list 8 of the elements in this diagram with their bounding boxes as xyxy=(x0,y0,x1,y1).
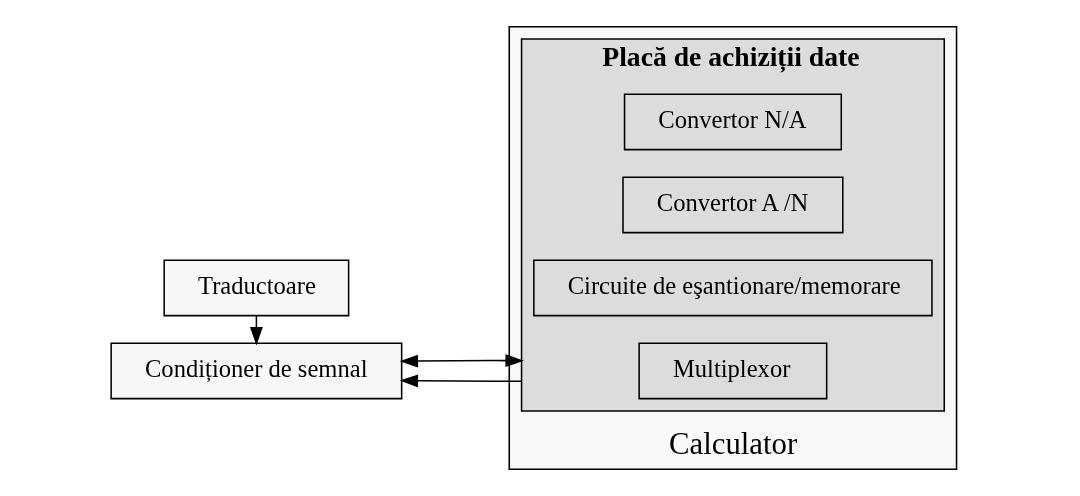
node-box: Circuite de eşantionare/memorare xyxy=(533,259,933,317)
node-box: Condiționer de semnal xyxy=(110,342,403,400)
node-box: Convertor A /N xyxy=(622,176,844,234)
arrow xyxy=(399,354,524,368)
node-box: Traductoare xyxy=(163,259,350,317)
node-box: Multiplexor xyxy=(638,342,828,400)
node-box: Convertor N/A xyxy=(623,93,843,151)
arrow xyxy=(399,374,523,388)
